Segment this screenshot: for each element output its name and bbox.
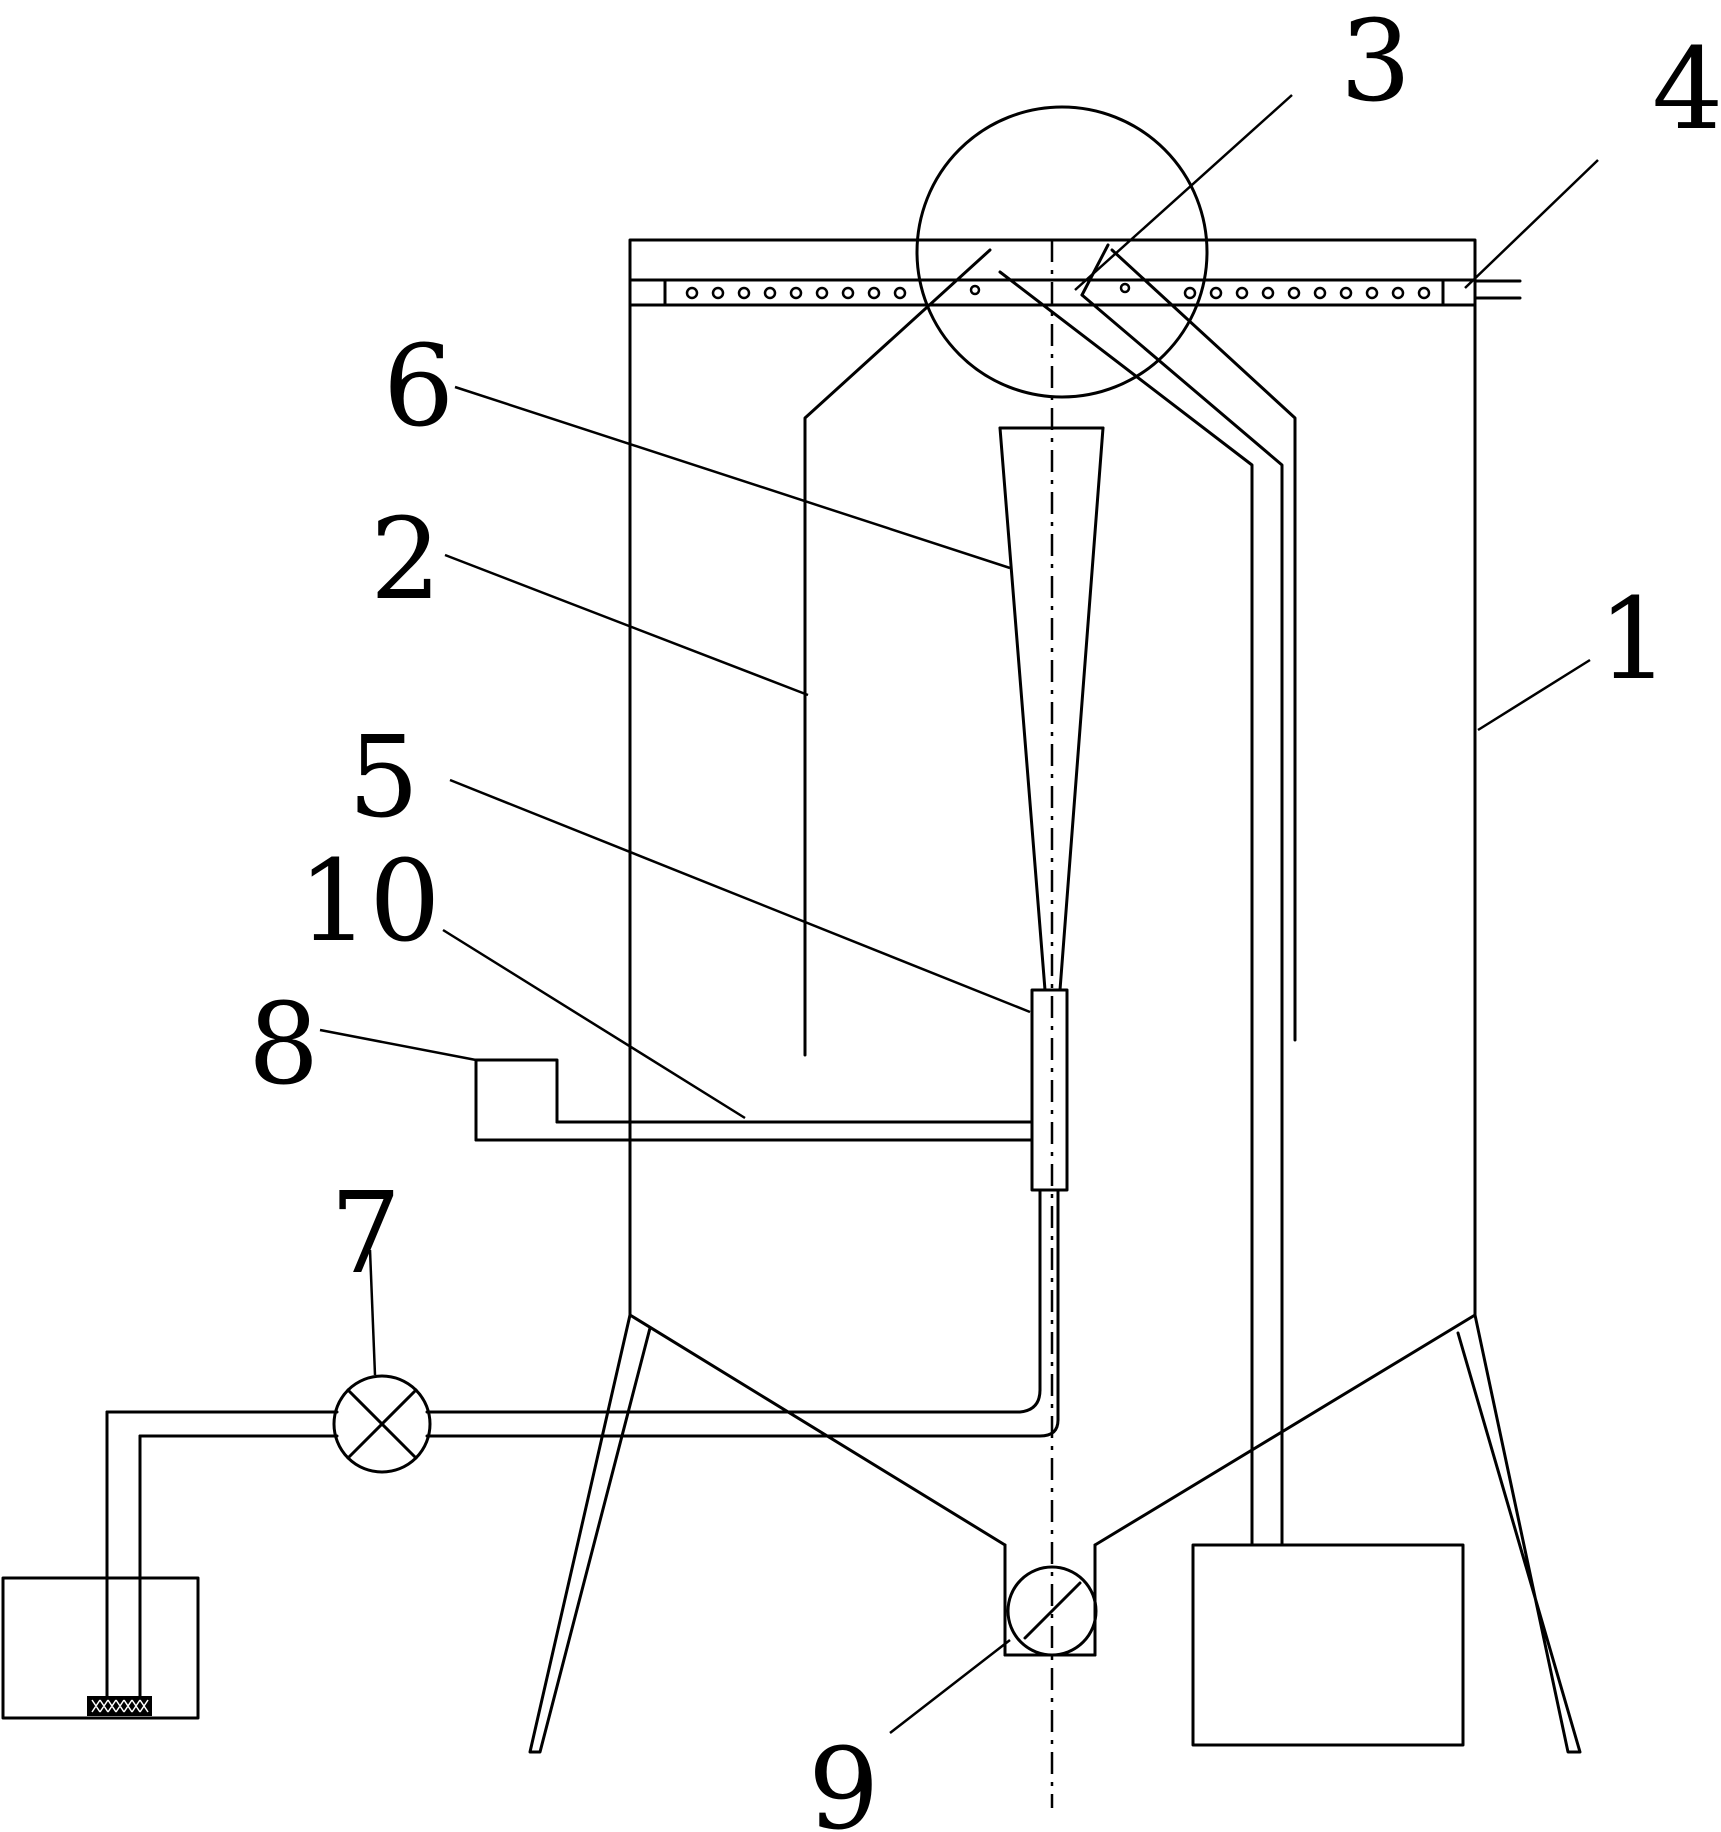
suction-line: [105, 1388, 1060, 1702]
legs: [528, 1313, 1582, 1754]
collector-box: [1191, 1543, 1465, 1747]
label-2: 2: [370, 495, 441, 625]
label-6: 6: [383, 322, 454, 452]
spray-header: [628, 278, 1522, 307]
baffle-plates: [803, 248, 1297, 1057]
label-7: 7: [330, 1169, 401, 1299]
liquid-container: [1, 1576, 200, 1720]
label-3: 3: [1340, 0, 1411, 127]
connector-5: [1030, 988, 1069, 1422]
leader-lines: [319, 94, 1599, 1734]
label-8: 8: [248, 980, 319, 1110]
pipe-3: [998, 243, 1284, 1547]
venturi-tube: [998, 426, 1105, 992]
label-9: 9: [808, 1725, 879, 1832]
label-4: 4: [1652, 25, 1721, 155]
label-5: 5: [348, 713, 419, 843]
label-1: 1: [1598, 575, 1669, 705]
detail-circle: [915, 105, 1209, 399]
label-10: 10: [298, 837, 441, 967]
pipe-10: [474, 1058, 1034, 1142]
part-labels: 1 2 3 4 5 6 10 8 7 9: [248, 0, 1721, 1832]
drain-valve-9: [1006, 1565, 1098, 1657]
valve-7: [332, 1374, 432, 1474]
